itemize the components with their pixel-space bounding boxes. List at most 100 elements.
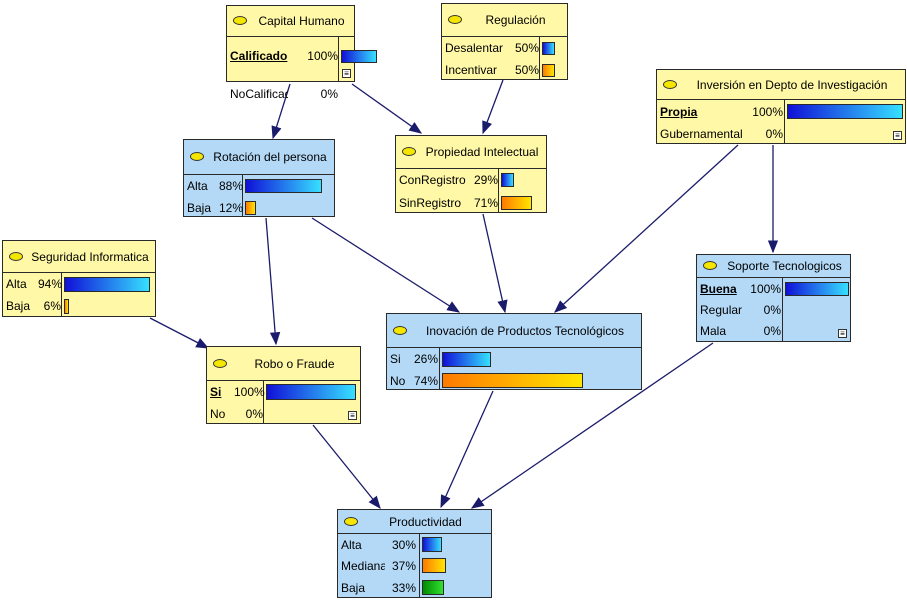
node-title: Inversión en Depto de Investigación (696, 77, 888, 92)
node-divider (782, 278, 783, 341)
state-label: NoCalificado (230, 87, 288, 101)
state-percent: 100% (752, 104, 783, 119)
node-divider (498, 169, 499, 212)
state-bar-cell (442, 370, 641, 391)
node-divider (263, 381, 264, 423)
node-title: Rotación del persona (213, 150, 327, 164)
state-label: Alta (6, 277, 27, 291)
state-label: Mala (700, 324, 727, 338)
node-title: Propiedad Intelectual (425, 145, 539, 159)
state-row-buena[interactable]: Buena 100% (697, 278, 850, 299)
state-bar-cell (442, 348, 641, 370)
state-bar-cell (422, 555, 491, 576)
state-label: Alta (341, 537, 362, 552)
state-probability-bar (245, 201, 256, 215)
node-oval-icon (190, 152, 204, 161)
state-bar-cell (266, 381, 360, 403)
state-probability-bar (422, 580, 444, 595)
state-label: ConRegistro (399, 173, 466, 187)
node-divider (419, 534, 420, 597)
state-row-no[interactable]: No 74% (387, 370, 641, 391)
node-divider (539, 37, 540, 79)
state-label: No (210, 407, 226, 421)
node-title: Capital Humano (258, 14, 345, 28)
state-bar-cell (266, 403, 360, 425)
node-header[interactable]: Soporte Tecnologicos (697, 255, 850, 278)
node-title: Productividad (389, 514, 462, 529)
state-percent: 0% (320, 87, 338, 101)
state-percent: 74% (413, 373, 438, 388)
expand-icon[interactable]: ≡ (838, 329, 847, 338)
state-percent: 37% (391, 558, 416, 573)
edge-rotacion-to-robo (265, 217, 281, 346)
state-probability-bar (542, 64, 555, 77)
node-title: Regulación (485, 13, 546, 27)
expand-icon[interactable]: ≡ (893, 131, 902, 140)
node-header[interactable]: Robo o Fraude (207, 347, 360, 381)
state-bar-cell (341, 75, 354, 113)
node-oval-icon (402, 147, 416, 156)
state-percent: 100% (750, 281, 781, 296)
state-percent: 100% (234, 385, 265, 399)
node-oval-icon (233, 16, 247, 25)
state-probability-bar (785, 282, 849, 296)
state-label: Baja (187, 200, 212, 215)
expand-icon[interactable]: ≡ (342, 69, 351, 78)
state-row-nocalificado[interactable]: NoCalificado 0% (227, 75, 354, 113)
node-header[interactable]: Rotación del persona (184, 140, 334, 175)
state-probability-bar (422, 537, 442, 552)
expand-icon[interactable]: ≡ (348, 411, 357, 420)
state-label: Buena (700, 281, 737, 296)
state-label: No (390, 373, 406, 388)
node-header[interactable]: Inversión en Depto de Investigación (657, 70, 905, 100)
node-title: Inovación de Productos Tecnológicos (426, 323, 624, 338)
node-divider (439, 348, 440, 389)
node-header[interactable]: Productividad (338, 510, 491, 534)
state-probability-bar (787, 104, 903, 119)
node-header[interactable]: Propiedad Intelectual (396, 136, 546, 169)
node-header[interactable]: Regulación (442, 4, 567, 37)
state-bar-cell (787, 100, 905, 123)
state-label: Baja (6, 299, 31, 313)
node-oval-icon (9, 251, 23, 261)
node-oval-icon (703, 261, 717, 270)
node-header[interactable]: Capital Humano (227, 6, 354, 37)
node-oval-icon (663, 79, 677, 89)
node-header[interactable]: Inovación de Productos Tecnológicos (387, 314, 641, 348)
state-bar-cell (542, 59, 567, 81)
node-header[interactable]: Seguridad Informatica (3, 241, 155, 273)
